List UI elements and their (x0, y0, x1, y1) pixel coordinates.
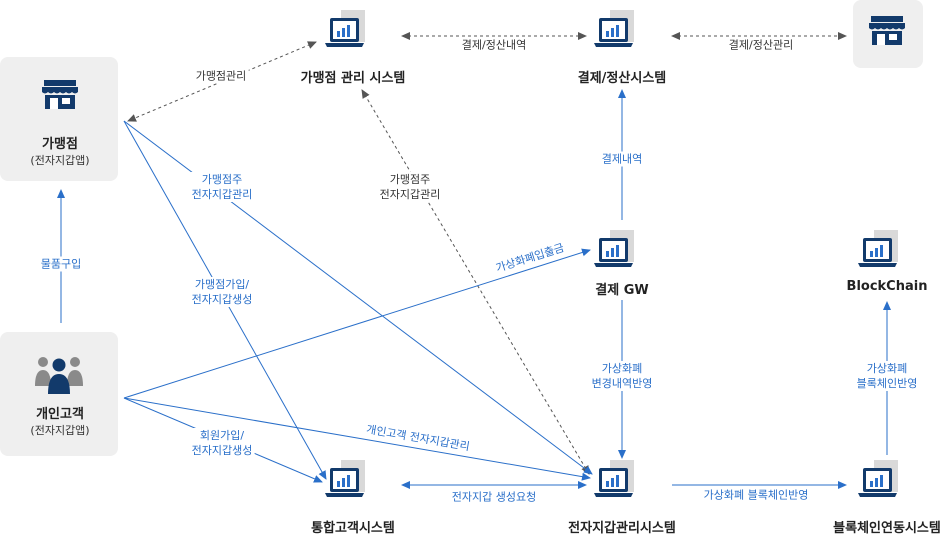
edge-label-customer-franchise: 물품구입 (38, 256, 84, 272)
edge-mgmt-franchise (127, 41, 317, 122)
edge-label-line: 전자지갑관리 (191, 188, 253, 201)
edge-label-line: 가맹점가입/ (194, 278, 250, 291)
edge-label-wallet-mgmt: 가맹점주 전자지갑관리 (377, 172, 443, 202)
laptop-chart-icon (858, 230, 898, 267)
node-customer-sub: (전자지갑앱) (30, 424, 90, 437)
node-wallet-mgmt: 전자지갑관리시스템 (568, 521, 676, 536)
node-franchise-mgmt: 가맹점 관리 시스템 (300, 71, 406, 86)
node-blockchain-link: 블록체인연동시스템 (833, 521, 941, 536)
people-group-icon (35, 357, 83, 394)
edge-label-settlement-store: 결제/정산관리 (726, 37, 796, 53)
edge-label-line: 전자지갑관리 (379, 188, 441, 201)
edge-customer-wallet (123, 397, 591, 481)
laptop-chart-icon (858, 460, 898, 497)
laptop-chart-icon (325, 10, 365, 47)
edge-label-integrated-wallet: 전자지갑 생성요청 (449, 489, 539, 505)
edge-label-line: 가맹점주 (389, 173, 431, 186)
edge-label-gw-wallet: 가상화폐 변경내역반영 (589, 361, 655, 391)
edge-label-line: 가상화폐 (601, 362, 643, 375)
edge-label-franchise-integrated: 가맹점가입/ 전자지갑생성 (189, 277, 255, 307)
node-blockchain: BlockChain (846, 279, 928, 294)
laptop-chart-icon (594, 10, 634, 47)
laptop-chart-icon (325, 460, 365, 497)
node-customer: 개인고객 (36, 407, 84, 422)
edge-label-line: 전자지갑생성 (191, 444, 253, 457)
edge-label-line: 변경내역반영 (591, 377, 653, 390)
edge-wallet-mgmt (361, 89, 590, 475)
node-gateway: 결제 GW (595, 283, 649, 298)
edge-label-line: 회원가입/ (199, 429, 245, 442)
edge-customer-gateway (123, 248, 591, 399)
node-integrated-customer: 통합고객시스템 (311, 521, 395, 536)
storefront-icon (869, 16, 905, 45)
edge-label-customer-integrated: 회원가입/ 전자지갑생성 (189, 428, 255, 458)
edge-label-mgmt-settlement: 결제/정산내역 (459, 37, 529, 53)
node-franchise: 가맹점 (42, 137, 78, 152)
edge-label-line: 가상화폐 (866, 362, 908, 375)
node-franchise-sub: (전자지갑앱) (30, 154, 90, 167)
edge-label-bclink-blockchain: 가상화폐 블록체인반영 (854, 361, 920, 391)
franchise-card (0, 57, 118, 181)
laptop-chart-icon (594, 460, 634, 497)
storefront-icon (42, 80, 78, 109)
edge-label-line: 전자지갑생성 (191, 293, 253, 306)
node-settlement: 결제/정산시스템 (577, 71, 667, 86)
edge-label-franchise-wallet: 가맹점주 전자지갑관리 (189, 172, 255, 202)
edge-label-wallet-bclink: 가상화폐 블록체인반영 (701, 487, 811, 503)
edge-label-line: 가맹점주 (201, 173, 243, 186)
edge-label-mgmt-franchise: 가맹점관리 (193, 68, 249, 84)
edge-label-gw-settlement: 결제내역 (599, 151, 645, 167)
edge-label-line: 블록체인반영 (856, 377, 918, 390)
laptop-chart-icon (594, 230, 634, 267)
